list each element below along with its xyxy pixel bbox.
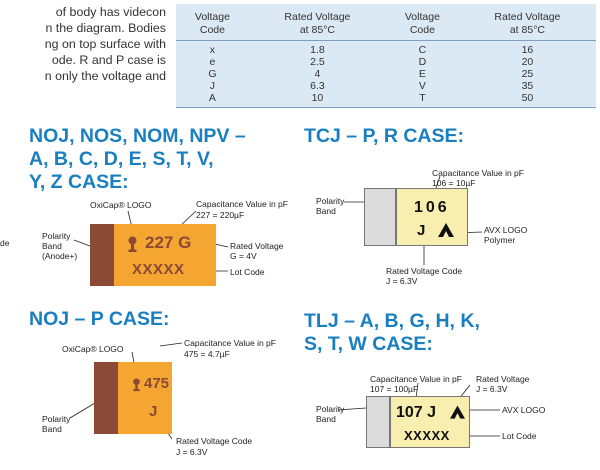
capacitor-tcj: 106 J [364,188,468,246]
label-capacitance-example: 106 = 10µF [432,178,476,188]
table-row: G 4 E 25 [176,68,596,80]
polarity-band [364,188,396,246]
label-polymer: Polymer [484,235,516,245]
heading-tcj: TCJ – P, R CASE: [304,125,465,147]
label-lot-code: Lot Code [230,267,265,277]
polarity-band [90,224,114,286]
label-capacitance: Capacitance Value in pF [184,338,276,348]
table-row: J 6.3 V 35 [176,80,596,92]
table-cell: 35 [521,80,534,92]
table-cell: x [209,44,216,56]
label-band: Band [316,206,336,216]
table-cell: E [418,68,426,80]
table-cell: 1.8 [310,44,325,56]
label-rated-voltage-example: J = 6.3V [386,276,418,286]
label-lot-code: Lot Code [502,431,537,441]
table-row: A 10 T 50 [176,92,596,108]
oxicap-logo-icon [133,378,140,392]
label-capacitance: Capacitance Value in pF [432,168,524,178]
label-capacitance-example: 475 = 4.7µF [184,349,230,359]
table-cell: D [418,56,427,68]
label-band: Band [316,414,336,424]
table-cell: 10 [311,92,324,104]
label-capacitance-example: 227 = 220µF [196,210,245,220]
label-cut-left: de [0,238,10,248]
capacitor-body [114,224,216,286]
heading-noj-main: NOJ, NOS, NOM, NPV – A, B, C, D, E, S, T… [29,125,246,193]
table-cell: J [209,80,216,92]
avx-logo-icon [438,223,454,237]
capacitor-body [396,188,468,246]
intro-line: ng on top surface with [44,37,166,51]
label-anode: (Anode+) [42,251,78,261]
table-cell: C [418,44,427,56]
label-avx-logo: AVX LOGO [484,225,528,235]
intro-line: n only the voltage and [44,69,166,83]
marking-value: 227 G [145,233,192,252]
table-row: e 2.5 D 20 [176,56,596,68]
marking-value: 107 J [396,404,437,421]
table-cell: 6.3 [310,80,325,92]
marking-voltage: J [149,403,158,420]
intro-line: ode. R and P case is [51,53,166,67]
table-cell: e [209,56,216,68]
label-rated-voltage-example: G = 4V [230,251,257,261]
label-polarity: Polarity [316,404,345,414]
table-cell: T [419,92,426,104]
label-oxicap-logo: OxiCap® LOGO [90,200,152,210]
table-cell: V [418,80,426,92]
label-band: Band [42,241,62,251]
avx-logo-icon [450,405,465,419]
table-cell: 25 [521,68,534,80]
capacitor-body [118,362,172,434]
label-capacitance-example: 107 = 100µF [370,384,419,394]
table-cell: 50 [521,92,534,104]
table-row: x 1.8 C 16 [176,41,596,57]
label-rated-voltage: Rated Voltage [230,241,284,251]
table-cell: G [208,68,217,80]
capacitor-noj-main: 227 G XXXXX [90,224,216,286]
marking-value: 106 [414,199,450,216]
label-avx-logo: AVX LOGO [502,405,546,415]
label-capacitance: Capacitance Value in pF [370,374,462,384]
polarity-band [366,396,390,448]
capacitor-noj-p: 475 J [94,362,172,434]
label-rated-voltage: Rated Voltage [476,374,530,384]
table-cell: A [208,92,216,104]
oxicap-logo-icon [128,236,137,252]
marking-voltage: J [417,222,426,239]
capacitor-body [390,396,470,448]
intro-line: n the diagram. Bodies [45,21,166,35]
label-rated-voltage-code: Rated Voltage Code [176,436,253,446]
heading-noj-p: NOJ – P CASE: [29,308,170,330]
label-rated-voltage-code: Rated Voltage Code [386,266,463,276]
label-polarity: Polarity [316,196,345,206]
table-cell: 20 [521,56,534,68]
table-cell: 4 [314,68,321,80]
label-oxicap-logo: OxiCap® LOGO [62,344,124,354]
label-rated-voltage-example: J = 6.3V [176,447,208,457]
label-polarity: Polarity [42,414,71,424]
label-band: Band [42,424,62,434]
intro-paragraph: of body has videcon n the diagram. Bodie… [0,4,166,84]
marking-lot: XXXXX [132,261,185,278]
heading-tlj: TLJ – A, B, G, H, K, S, T, W CASE: [304,310,480,355]
label-rated-voltage-example: J = 6.3V [476,384,508,394]
marking-value: 475 [144,375,170,392]
table-cell: 16 [521,44,534,56]
marking-lot: XXXXX [404,428,450,443]
intro-line: of body has videcon [55,5,166,19]
label-polarity: Polarity [42,231,71,241]
label-capacitance: Capacitance Value in pF [196,199,288,209]
polarity-band [94,362,118,434]
capacitor-tlj: 107 J XXXXX [366,396,470,448]
table-cell: 2.5 [310,56,325,68]
